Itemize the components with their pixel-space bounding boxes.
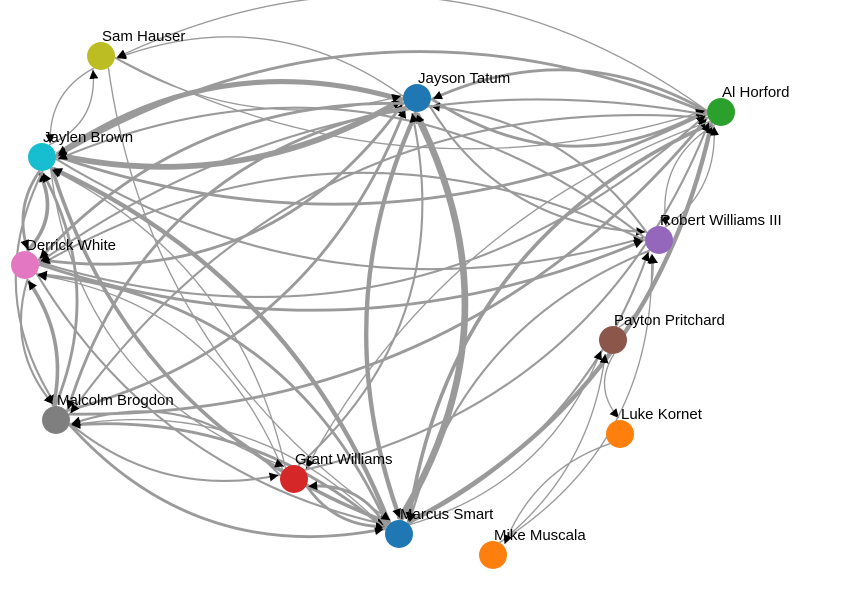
edge-tatum-to-smart: [364, 111, 419, 519]
edge-smart-to-brogdon: [71, 418, 387, 531]
edge-kornet-to-muscala: [503, 443, 611, 545]
node-circle-smart[interactable]: [385, 520, 413, 548]
edge-brogdon-to-smart: [68, 423, 385, 539]
edge-gwilliams-to-white: [37, 271, 284, 471]
node-circle-tatum[interactable]: [403, 84, 431, 112]
node-kornet[interactable]: Luke Kornet: [606, 406, 703, 448]
edge-horford-to-brown: [57, 50, 708, 158]
edge-tatum-to-rwilliams: [428, 104, 646, 237]
edge-brogdon-to-gwilliams: [68, 422, 279, 483]
node-label-gwilliams: Grant Williams: [295, 451, 393, 468]
edge-brogdon-to-tatum: [66, 108, 407, 413]
edge-hauser-to-tatum: [114, 57, 402, 111]
node-gwilliams[interactable]: Grant Williams: [280, 451, 393, 493]
node-pritchard[interactable]: Payton Pritchard: [599, 312, 725, 354]
node-circle-brogdon[interactable]: [42, 406, 70, 434]
node-label-muscala: Mike Muscala: [494, 527, 586, 544]
edge-gwilliams-to-smart: [305, 484, 385, 532]
node-label-hauser: Sam Hauser: [102, 28, 185, 45]
node-circle-rwilliams[interactable]: [645, 226, 673, 254]
node-brogdon[interactable]: Malcolm Brogdon: [42, 392, 174, 434]
node-white[interactable]: Derrick White: [11, 237, 116, 279]
edge-horford-to-rwilliams: [660, 124, 716, 226]
edge-hauser-to-horford: [114, 56, 706, 150]
edge-smart-to-rwilliams: [407, 251, 650, 525]
edge-smart-to-white: [37, 270, 389, 527]
node-tatum[interactable]: Jayson Tatum: [403, 70, 510, 112]
edge-brogdon-to-white: [26, 279, 60, 407]
edge-brown-to-rwilliams: [55, 158, 644, 271]
edge-smart-to-brown: [52, 166, 392, 525]
node-hauser[interactable]: Sam Hauser: [87, 28, 185, 70]
edge-brown-to-tatum: [55, 97, 403, 170]
edge-brogdon-to-horford: [68, 117, 708, 416]
edge-brown-to-brogdon: [14, 170, 56, 405]
edge-brown-to-horford: [55, 111, 706, 206]
node-circle-horford[interactable]: [707, 98, 735, 126]
node-label-smart: Marcus Smart: [400, 506, 494, 523]
node-circle-muscala[interactable]: [479, 541, 507, 569]
edge-pritchard-to-kornet: [603, 353, 620, 419]
edge-rwilliams-to-brown: [57, 106, 646, 239]
edge-rwilliams-to-smart: [407, 249, 651, 523]
edge-rwilliams-to-tatum: [430, 102, 648, 234]
node-muscala[interactable]: Mike Muscala: [479, 527, 586, 569]
node-brown[interactable]: Jaylen Brown: [28, 129, 133, 171]
node-smart[interactable]: Marcus Smart: [385, 506, 494, 548]
edge-muscala-to-rwilliams: [499, 254, 657, 544]
node-label-brown: Jaylen Brown: [43, 129, 133, 146]
edge-gwilliams-to-horford: [304, 122, 710, 471]
node-rwilliams[interactable]: Robert Williams III: [645, 212, 782, 254]
node-label-brogdon: Malcolm Brogdon: [57, 392, 174, 409]
node-label-rwilliams: Robert Williams III: [660, 212, 782, 229]
node-circle-pritchard[interactable]: [599, 326, 627, 354]
edge-brown-to-white: [20, 169, 41, 250]
node-circle-brown[interactable]: [28, 143, 56, 171]
edge-rwilliams-to-white: [40, 171, 646, 266]
node-circle-white[interactable]: [11, 251, 39, 279]
node-label-pritchard: Payton Pritchard: [614, 312, 725, 329]
edge-horford-to-hauser: [116, 0, 708, 112]
edge-rwilliams-to-horford: [664, 126, 720, 228]
edge-horford-to-white: [39, 98, 708, 263]
edge-pritchard-to-rwilliams: [618, 254, 658, 328]
edge-tatum-to-brown: [56, 79, 404, 157]
node-horford[interactable]: Al Horford: [707, 84, 790, 126]
edge-white-to-rwilliams: [38, 239, 644, 312]
edge-tatum-to-white: [38, 102, 405, 260]
edge-brown-to-hauser: [48, 69, 99, 146]
edge-hauser-to-brown: [45, 67, 95, 144]
edge-tatum-to-horford: [430, 97, 706, 148]
node-label-kornet: Luke Kornet: [621, 406, 703, 423]
edge-gwilliams-to-brown: [51, 168, 287, 469]
edge-horford-to-gwilliams: [305, 120, 711, 469]
edge-gwilliams-to-tatum: [297, 112, 424, 467]
edge-tatum-to-brogdon: [66, 105, 407, 410]
node-label-white: Derrick White: [26, 237, 116, 254]
edge-gwilliams-to-brogdon: [71, 410, 282, 477]
edge-brown-to-smart: [49, 166, 389, 525]
edge-white-to-horford: [38, 114, 707, 298]
node-label-horford: Al Horford: [722, 84, 790, 101]
edge-horford-to-brogdon: [69, 114, 709, 414]
node-circle-kornet[interactable]: [606, 420, 634, 448]
edge-hauser-to-smart: [107, 67, 391, 521]
edge-brown-to-gwilliams: [49, 167, 285, 468]
node-circle-gwilliams[interactable]: [280, 465, 308, 493]
edges-layer: [14, 0, 720, 545]
node-label-tatum: Jayson Tatum: [418, 70, 510, 87]
edge-smart-to-brogdon: [71, 419, 387, 531]
edge-white-to-brogdon: [19, 278, 54, 405]
edge-tatum-to-hauser: [116, 36, 404, 97]
node-circle-hauser[interactable]: [87, 42, 115, 70]
edge-muscala-to-pritchard: [499, 353, 609, 544]
edge-smart-to-pritchard: [409, 350, 602, 526]
edge-horford-to-smart: [405, 121, 714, 522]
